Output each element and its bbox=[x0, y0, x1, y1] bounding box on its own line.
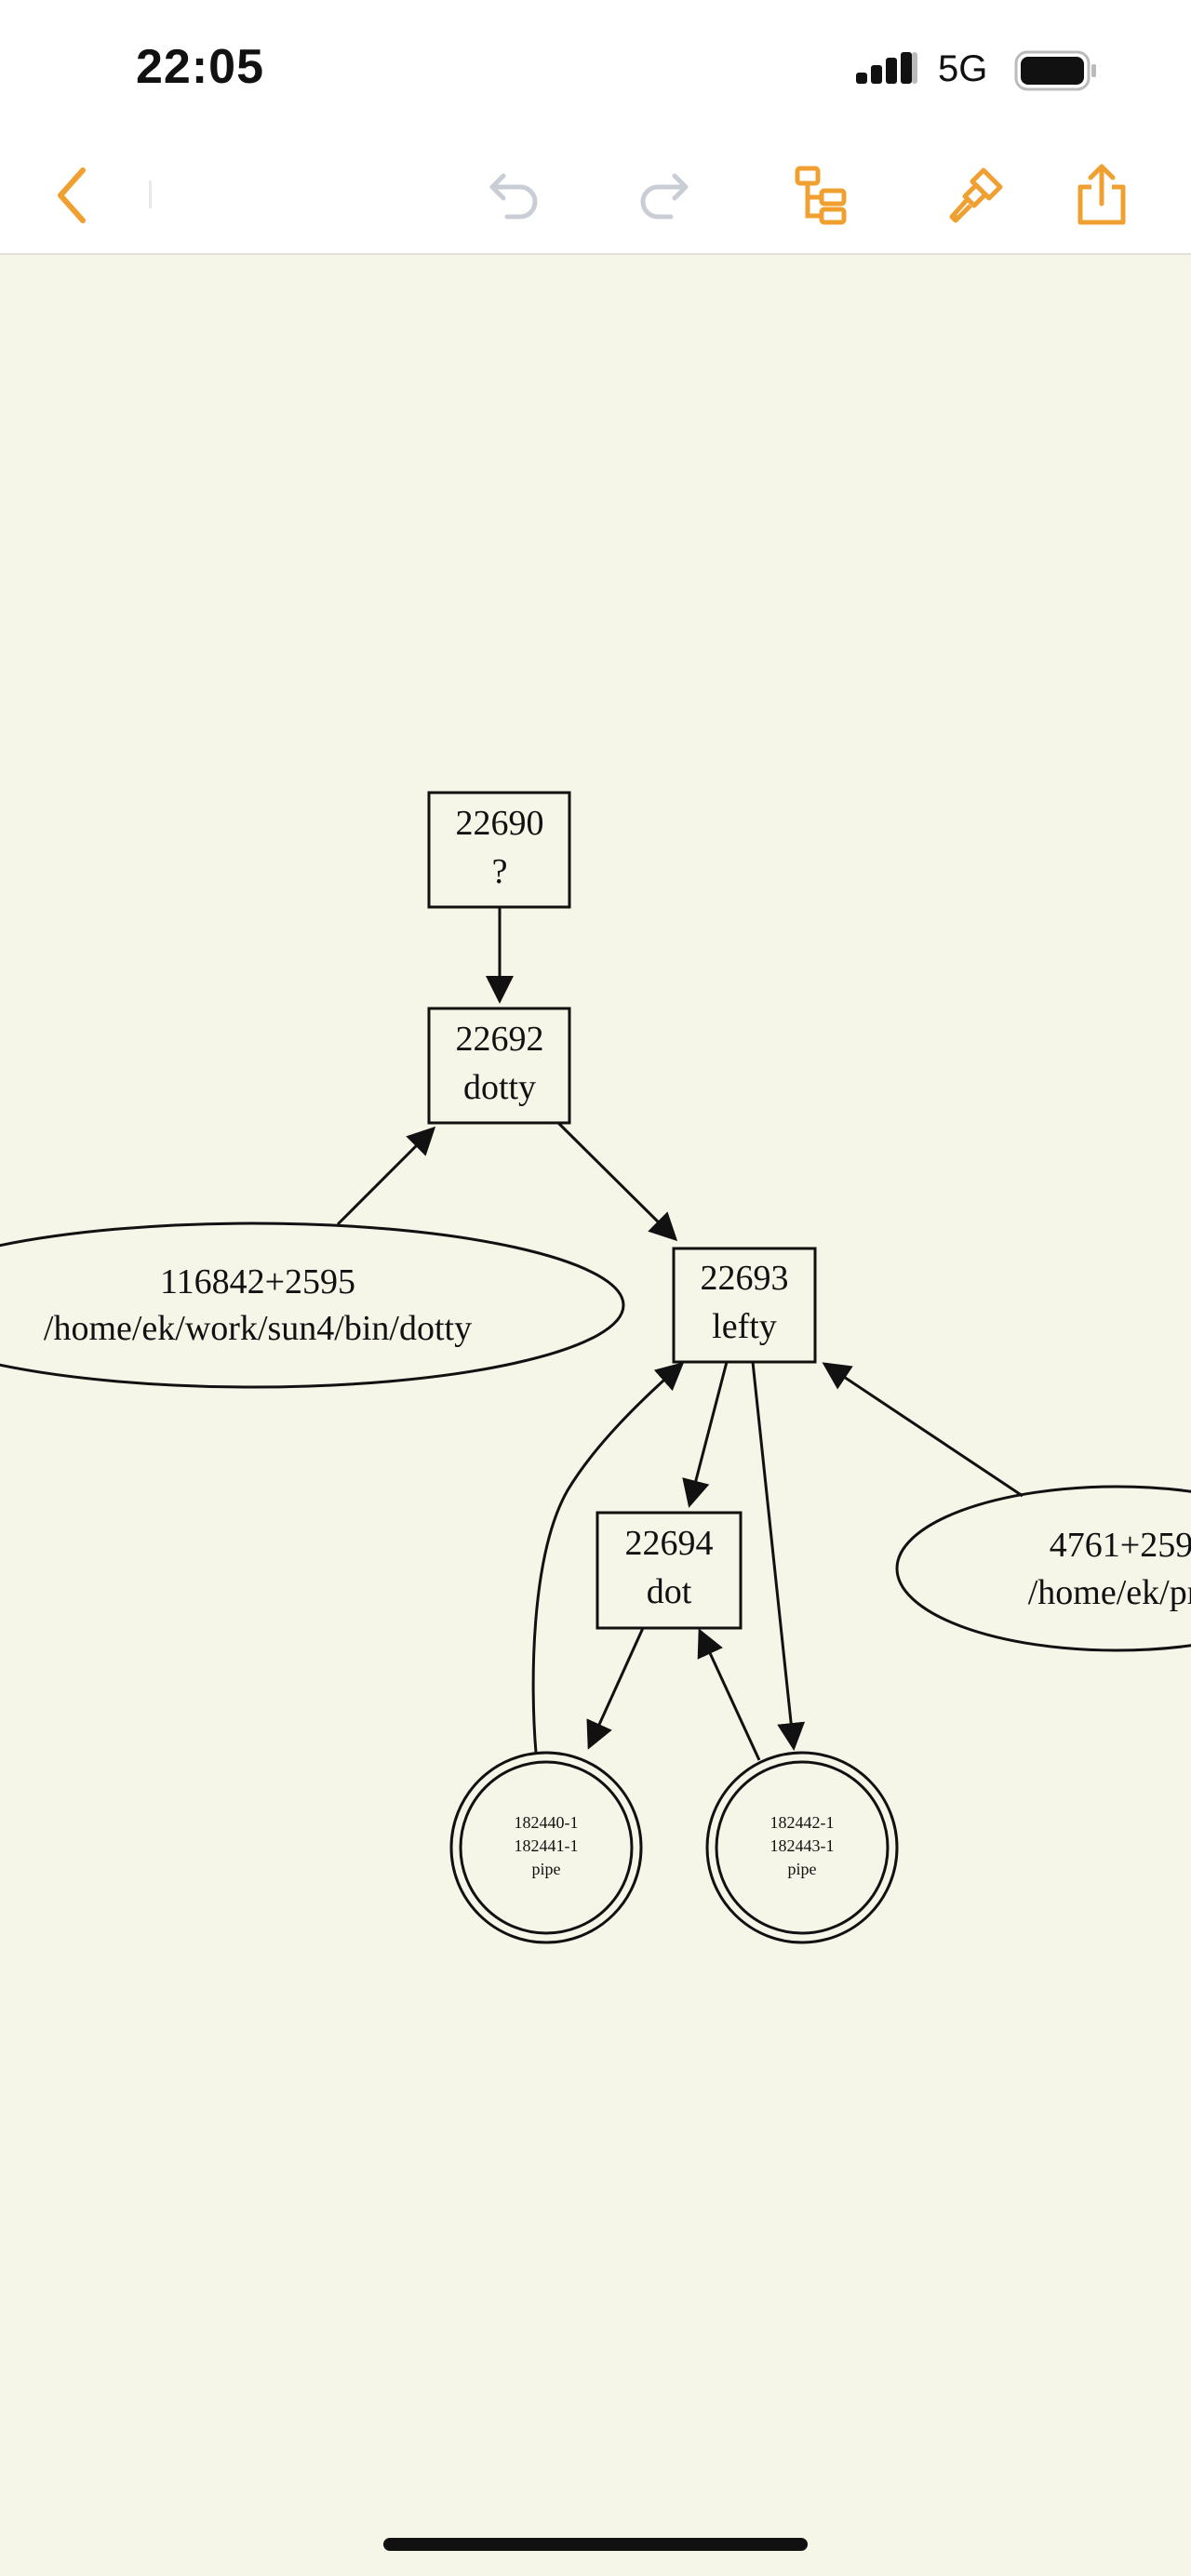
process-graph: 22690 ? 22692 dotty 22693 lefty 22694 do… bbox=[0, 791, 1191, 1944]
edge-22693-22694 bbox=[682, 1361, 729, 1508]
svg-text:?: ? bbox=[492, 852, 508, 891]
network-label: 5G bbox=[938, 48, 988, 89]
svg-text:22690: 22690 bbox=[456, 804, 544, 843]
edge-lefty-22693 bbox=[822, 1362, 1024, 1498]
svg-text:182441-1: 182441-1 bbox=[515, 1836, 579, 1855]
svg-text:pipe: pipe bbox=[788, 1860, 817, 1878]
style-button[interactable] bbox=[938, 158, 1012, 233]
svg-text:22692: 22692 bbox=[456, 1020, 544, 1059]
clock: 22:05 bbox=[136, 40, 264, 94]
svg-text:182440-1: 182440-1 bbox=[515, 1813, 579, 1832]
node-pipe-1: 182440-1 182441-1 pipe bbox=[449, 1751, 643, 1944]
share-icon bbox=[1077, 164, 1126, 225]
toolbar bbox=[0, 140, 1191, 255]
share-button[interactable] bbox=[1064, 158, 1139, 233]
node-22694: 22694 dot bbox=[596, 1511, 743, 1630]
edge-pipe2-22694 bbox=[697, 1628, 761, 1761]
status-bar: 22:05 5G bbox=[0, 0, 1191, 140]
node-pipe-2: 182442-1 182443-1 pipe bbox=[705, 1751, 899, 1944]
edge-pipe1-22693 bbox=[531, 1362, 685, 1754]
hierarchy-button[interactable] bbox=[785, 158, 860, 233]
edge-22694-pipe1 bbox=[586, 1627, 645, 1750]
svg-text:lefty: lefty bbox=[712, 1307, 777, 1346]
svg-text:22693: 22693 bbox=[701, 1259, 789, 1298]
diagram-canvas: 22690 ? 22692 dotty 22693 lefty 22694 do… bbox=[0, 253, 1191, 2576]
toolbar-divider bbox=[149, 180, 152, 208]
node-dotty-binary: 116842+2595 /home/ek/work/sun4/bin/dotty bbox=[0, 1221, 625, 1389]
node-22692: 22692 dotty bbox=[427, 1007, 571, 1125]
redo-button[interactable] bbox=[629, 158, 703, 233]
battery-icon bbox=[1014, 48, 1098, 98]
signal-icon bbox=[856, 52, 921, 94]
svg-text:dot: dot bbox=[647, 1572, 692, 1611]
node-lefty-binary: 4761+259 /home/ek/pm bbox=[895, 1485, 1191, 1652]
svg-text:182443-1: 182443-1 bbox=[770, 1836, 835, 1855]
svg-text:/home/ek/pm: /home/ek/pm bbox=[1028, 1573, 1191, 1612]
edge-22693-pipe2 bbox=[751, 1361, 806, 1751]
back-button[interactable] bbox=[35, 158, 110, 233]
svg-text:dotty: dotty bbox=[463, 1068, 536, 1107]
hierarchy-icon bbox=[795, 166, 847, 225]
node-22693: 22693 lefty bbox=[672, 1247, 817, 1364]
node-22690: 22690 ? bbox=[427, 791, 571, 909]
back-icon bbox=[58, 167, 86, 223]
svg-text:pipe: pipe bbox=[532, 1860, 561, 1878]
svg-text:22694: 22694 bbox=[625, 1524, 714, 1563]
edge-22692-22693 bbox=[556, 1121, 678, 1242]
svg-text:4761+259: 4761+259 bbox=[1050, 1526, 1191, 1565]
svg-text:182442-1: 182442-1 bbox=[770, 1813, 835, 1832]
svg-text:116842+2595: 116842+2595 bbox=[160, 1262, 355, 1301]
paintbrush-icon bbox=[949, 167, 1003, 223]
svg-text:/home/ek/work/sun4/bin/dotty: /home/ek/work/sun4/bin/dotty bbox=[44, 1309, 472, 1348]
redo-icon bbox=[640, 173, 689, 220]
undo-icon bbox=[489, 173, 538, 220]
home-indicator[interactable] bbox=[383, 2538, 808, 2551]
edge-dotty-22692 bbox=[336, 1126, 436, 1226]
undo-button[interactable] bbox=[475, 158, 549, 233]
